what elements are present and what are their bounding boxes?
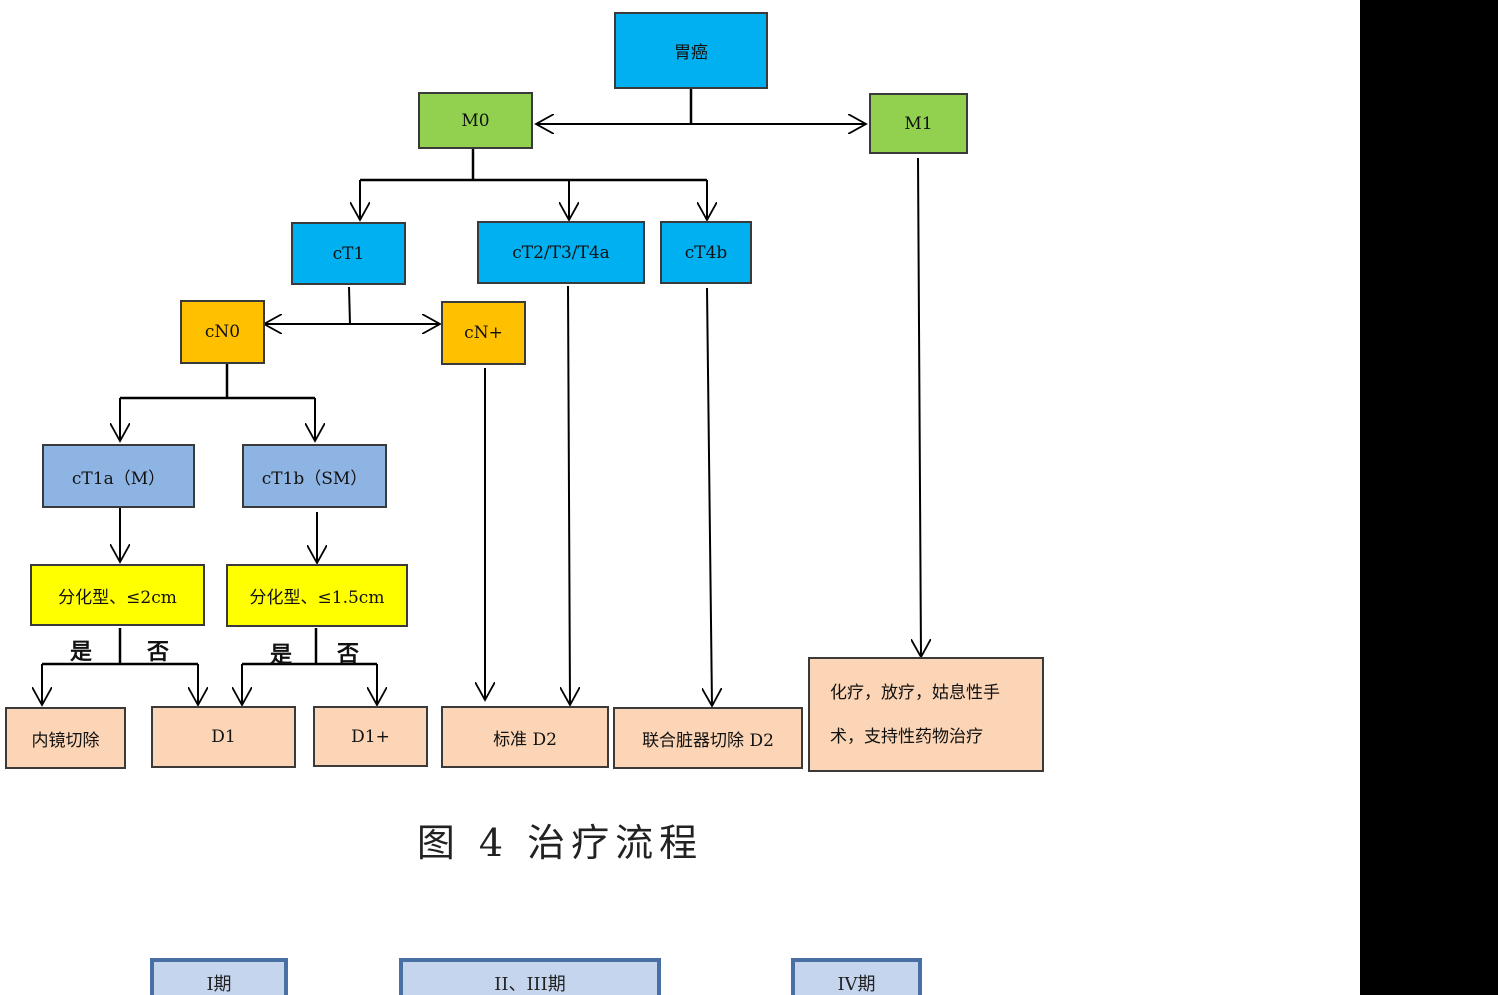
- node-ct2-t3-t4a: cT2/T3/T4a: [477, 221, 645, 284]
- node-root: 胃癌: [614, 12, 768, 89]
- node-standard-d2: 标准 D2: [441, 706, 609, 768]
- node-ct4b: cT4b: [660, 221, 752, 284]
- node-ct1b: cT1b（SM）: [242, 444, 387, 508]
- node-m1: M1: [869, 93, 968, 154]
- label-no-b: 否: [337, 641, 360, 667]
- node-cnplus: cN+: [441, 301, 526, 365]
- node-ct1a: cT1a（M）: [42, 444, 195, 508]
- node-criteria-b: 分化型、≤1.5cm: [226, 564, 408, 627]
- node-ct1: cT1: [291, 222, 406, 285]
- label-no-a: 否: [147, 639, 170, 665]
- node-palliative-treatment: 化疗，放疗，姑息性手 术，支持性药物治疗: [808, 657, 1044, 772]
- ct1-stem: [348, 286, 351, 325]
- label-yes-b: 是: [270, 642, 293, 668]
- node-cn0: cN0: [180, 300, 265, 364]
- figure-caption: 图 4 治疗流程: [416, 821, 704, 865]
- arrow-m1-to-palliative: [918, 157, 921, 657]
- node-d1: D1: [151, 706, 296, 768]
- node-endoscopic-resection: 内镜切除: [5, 707, 126, 769]
- stage-box-1: I期: [150, 958, 288, 995]
- right-black-bar: [1360, 0, 1498, 995]
- node-d1plus: D1+: [313, 706, 428, 767]
- node-m0: M0: [418, 92, 533, 149]
- arrow-ct2-to-d2: [568, 285, 570, 705]
- arrow-ct4b-to-combined: [707, 287, 712, 706]
- palliative-line-2: 术，支持性药物治疗: [830, 726, 983, 747]
- node-combined-organ-d2: 联合脏器切除 D2: [613, 707, 803, 769]
- stage-box-2: II、III期: [399, 958, 661, 995]
- node-criteria-a: 分化型、≤2cm: [30, 564, 205, 626]
- stage-box-3: IV期: [791, 958, 922, 995]
- label-yes-a: 是: [70, 639, 93, 665]
- palliative-line-1: 化疗，放疗，姑息性手: [830, 682, 1000, 703]
